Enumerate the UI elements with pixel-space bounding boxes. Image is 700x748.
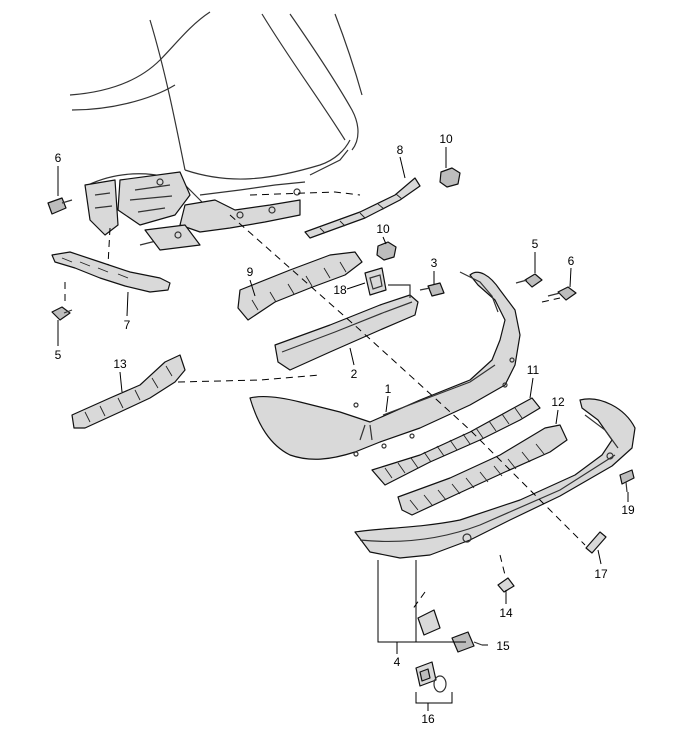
grille-12 bbox=[397, 424, 568, 516]
callout-15: 15 bbox=[496, 639, 510, 653]
callout-11: 11 bbox=[527, 363, 540, 377]
callout-9: 9 bbox=[247, 265, 254, 279]
callout-18: 18 bbox=[333, 283, 347, 297]
nut-10-lower bbox=[376, 241, 397, 261]
callout-3: 3 bbox=[431, 256, 438, 270]
callout-10-lower: 10 bbox=[376, 222, 390, 236]
callout-17: 17 bbox=[594, 567, 608, 581]
screw-6-right bbox=[547, 286, 577, 301]
leader-lines bbox=[57, 147, 629, 704]
cap-14 bbox=[497, 577, 515, 593]
bracket-7 bbox=[51, 251, 171, 293]
screw-6-left bbox=[47, 197, 73, 215]
callout-6-right: 6 bbox=[568, 254, 575, 268]
plate-18 bbox=[364, 267, 387, 296]
sensor-16 bbox=[415, 661, 447, 693]
diffuser-4 bbox=[354, 398, 636, 559]
callout-labels: 6 8 10 10 9 18 3 5 6 7 5 2 13 1 11 12 19… bbox=[55, 132, 635, 726]
callout-10-top: 10 bbox=[439, 132, 453, 146]
callout-19: 19 bbox=[621, 503, 635, 517]
trim-strip-17 bbox=[585, 531, 607, 554]
callout-6-left: 6 bbox=[55, 151, 62, 165]
clip-5-right bbox=[515, 273, 543, 288]
bracket-9 bbox=[237, 251, 363, 321]
callout-12: 12 bbox=[551, 395, 565, 409]
callout-4: 4 bbox=[394, 655, 401, 669]
bumper-cover-1 bbox=[249, 271, 521, 460]
callout-7: 7 bbox=[124, 318, 131, 332]
vehicle-rear-body bbox=[69, 11, 363, 251]
installation-lines bbox=[64, 191, 586, 611]
bumper-beam-2 bbox=[274, 284, 419, 371]
bracket-8 bbox=[304, 177, 421, 239]
callout-13: 13 bbox=[113, 357, 127, 371]
callout-1: 1 bbox=[385, 382, 392, 396]
clip-5-left bbox=[51, 306, 73, 321]
nut-10-top bbox=[439, 167, 461, 188]
guide-13 bbox=[71, 354, 186, 429]
screw-19 bbox=[619, 469, 635, 493]
callout-5-right: 5 bbox=[532, 237, 539, 251]
callout-14: 14 bbox=[499, 606, 513, 620]
callout-2: 2 bbox=[351, 367, 358, 381]
bolt-3 bbox=[419, 282, 445, 297]
grille-11 bbox=[371, 397, 541, 486]
sensor-bracket bbox=[417, 609, 441, 636]
callout-16: 16 bbox=[421, 712, 435, 726]
callout-5-left: 5 bbox=[55, 348, 62, 362]
callout-8: 8 bbox=[397, 143, 404, 157]
